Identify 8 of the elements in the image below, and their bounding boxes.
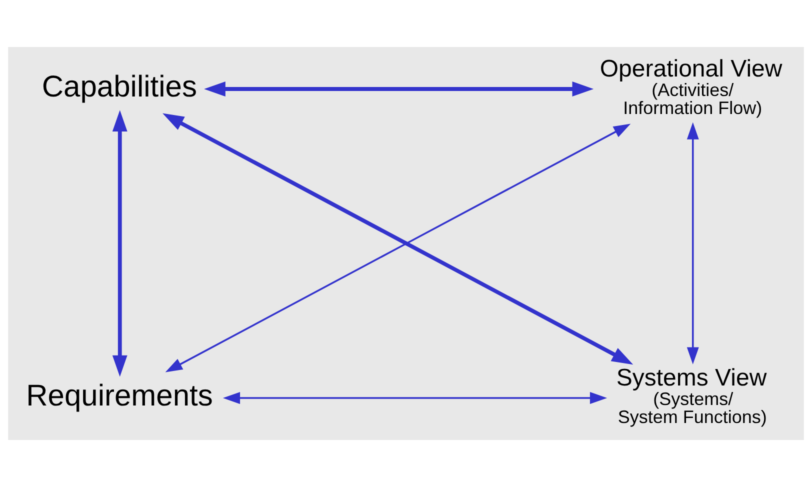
node-text: Capabilities [42, 70, 197, 103]
arrow [204, 81, 594, 96]
node-text: Operational View (Activities/ Information Flow) [600, 55, 782, 118]
node-text: Requirements [26, 379, 213, 412]
arrow [222, 392, 608, 404]
arrow [686, 122, 699, 364]
node-text: Systems View (Systems/ System Functions) [616, 364, 767, 426]
arrow [112, 110, 128, 376]
